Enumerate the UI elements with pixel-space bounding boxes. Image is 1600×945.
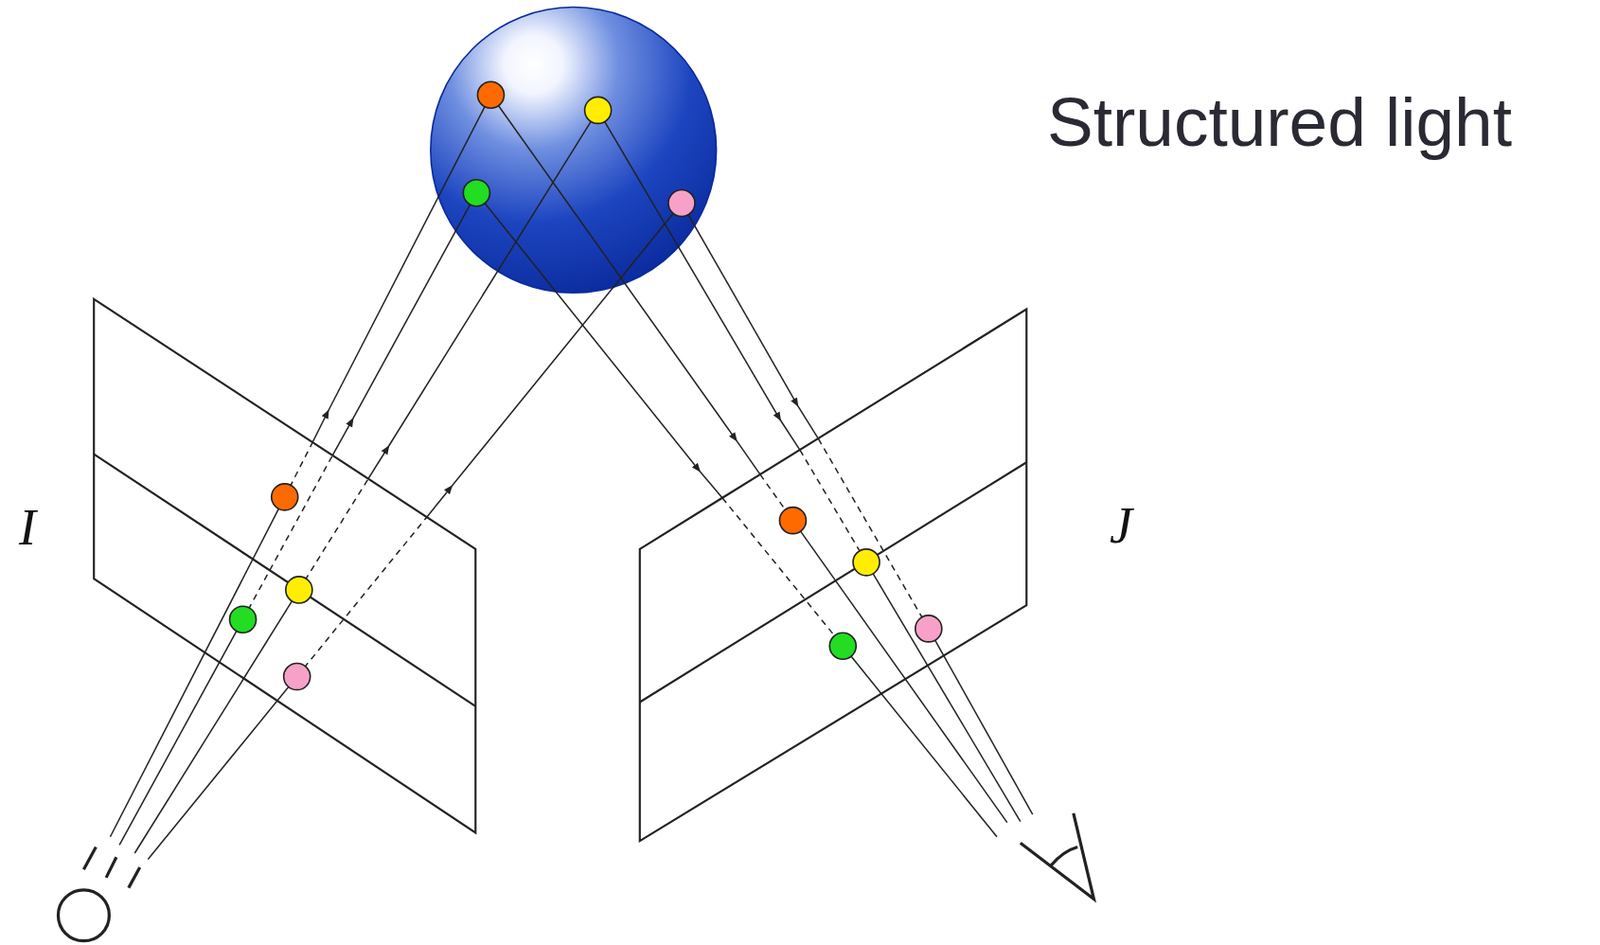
camera-ray [476, 94, 1032, 837]
heading-label: Structured light [1047, 87, 1512, 157]
projector-ray [109, 94, 682, 859]
point-dot [230, 81, 943, 690]
camera-eye-symbol [1020, 813, 1095, 900]
image-plane [93, 299, 1027, 841]
plane-line [93, 454, 476, 707]
plane-line [640, 462, 1027, 702]
image-plane-i [93, 299, 476, 834]
plane-label: J [1109, 499, 1133, 552]
plane-label: I [18, 501, 36, 553]
projector-symbol [57, 847, 140, 942]
image-plane-j [640, 309, 1027, 842]
